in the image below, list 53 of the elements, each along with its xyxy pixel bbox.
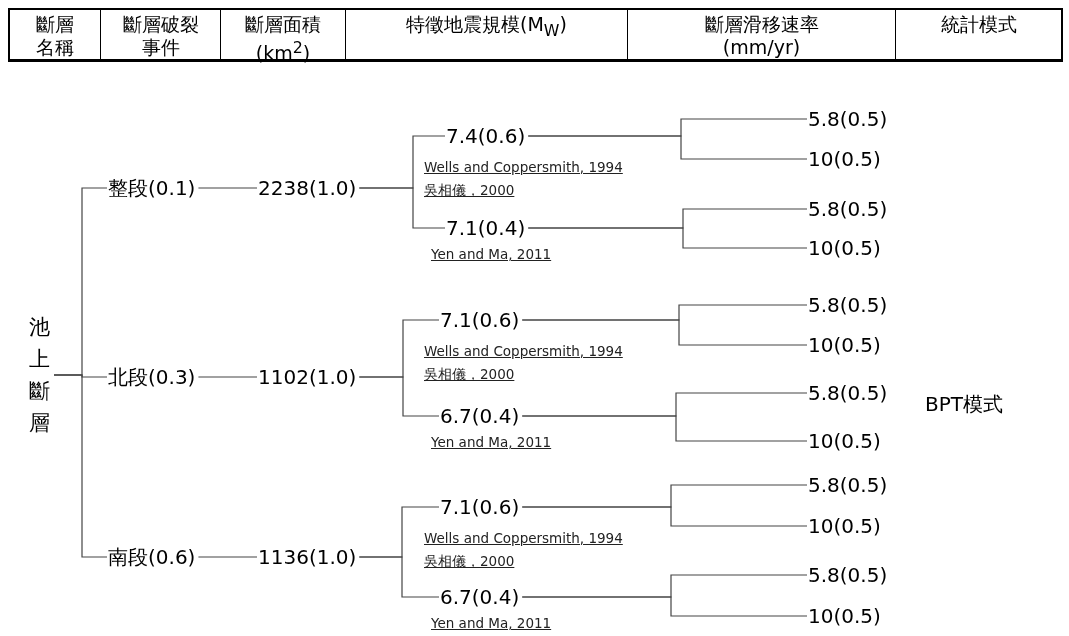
reference-text: Yen and Ma, 2011 (431, 615, 552, 631)
reference-text: 吳相儀，2000 (424, 553, 515, 569)
segment-label: 北段(0.3) (108, 365, 196, 389)
slip-rate-value: 5.8(0.5) (808, 107, 888, 131)
slip-rate-value: 5.8(0.5) (808, 293, 888, 317)
segment-label: 整段(0.1) (108, 176, 196, 200)
reference-text: Yen and Ma, 2011 (431, 434, 552, 450)
area-value: 2238(1.0) (258, 176, 357, 200)
reference-text: 吳相儀，2000 (424, 182, 515, 198)
branch-line (521, 596, 808, 617)
branch-line (358, 376, 440, 417)
slip-rate-value: 5.8(0.5) (808, 563, 888, 587)
magnitude-value: 6.7(0.4) (440, 585, 520, 609)
magnitude-value: 7.4(0.6) (446, 124, 526, 148)
magnitude-value: 7.1(0.4) (446, 216, 526, 240)
branch-line (521, 506, 808, 527)
branch-line (358, 187, 446, 229)
area-value: 1136(1.0) (258, 545, 357, 569)
slip-rate-value: 5.8(0.5) (808, 473, 888, 497)
header-cell: 斷層名稱 (8, 8, 100, 62)
branch-line (527, 227, 808, 249)
segment-label: 南段(0.6) (108, 545, 196, 569)
reference-text: Wells and Coppersmith, 1994 (424, 530, 623, 546)
magnitude-value: 6.7(0.4) (440, 404, 520, 428)
reference-text: Yen and Ma, 2011 (431, 246, 552, 262)
slip-rate-value: 10(0.5) (808, 333, 881, 357)
slip-rate-value: 10(0.5) (808, 429, 881, 453)
branch-line (53, 374, 108, 558)
branch-line (521, 415, 808, 442)
magnitude-value: 7.1(0.6) (440, 308, 520, 332)
slip-rate-value: 5.8(0.5) (808, 197, 888, 221)
reference-text: Wells and Coppersmith, 1994 (424, 159, 623, 175)
branch-line (197, 376, 258, 378)
slip-rate-value: 10(0.5) (808, 236, 881, 260)
branch-line (527, 135, 808, 160)
model-label: BPT模式 (925, 392, 1003, 416)
branch-line (197, 187, 258, 189)
branch-line (521, 319, 808, 346)
branch-line (197, 556, 258, 558)
area-value: 1102(1.0) (258, 365, 357, 389)
slip-rate-value: 10(0.5) (808, 147, 881, 171)
header-cell: 統計模式 (895, 8, 1063, 62)
reference-text: Wells and Coppersmith, 1994 (424, 343, 623, 359)
slip-rate-value: 10(0.5) (808, 514, 881, 538)
slip-rate-value: 5.8(0.5) (808, 381, 888, 405)
branch-line (358, 556, 440, 598)
header-cell: 斷層滑移速率 (mm/yr) (627, 8, 895, 62)
fault-name: 池上斷層 (28, 314, 50, 437)
header-cell: 特徵地震規模(M$_{W}$) (345, 8, 627, 62)
reference-text: 吳相儀，2000 (424, 366, 515, 382)
header-cell: 斷層破裂事件 (100, 8, 220, 62)
magnitude-value: 7.1(0.6) (440, 495, 520, 519)
slip-rate-value: 10(0.5) (808, 604, 881, 628)
